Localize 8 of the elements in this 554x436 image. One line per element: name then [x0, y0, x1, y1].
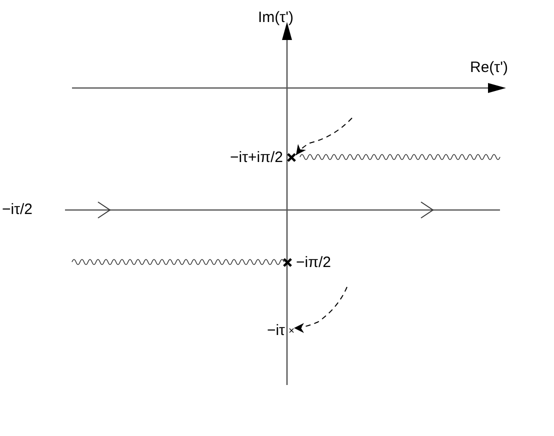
axis-label: Im(τ')	[258, 8, 294, 28]
point-label: −iτ	[266, 322, 285, 338]
point-label: −iπ/2	[296, 254, 331, 270]
point-label: −iτ+iπ/2	[230, 150, 283, 164]
axis-label: −iτ/2	[2, 200, 34, 220]
arrow	[296, 118, 352, 156]
axis-label: Re(τ')	[470, 58, 509, 78]
arrow	[294, 286, 348, 333]
